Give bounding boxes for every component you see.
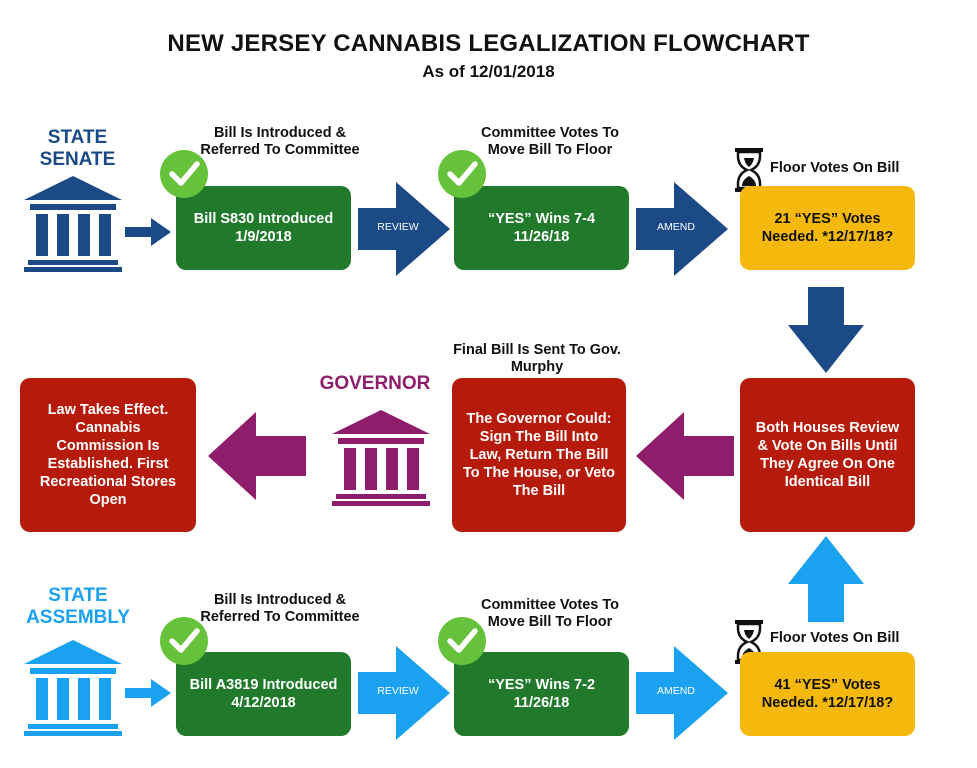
senate-step1-label: Bill Is Introduced & Referred To Committ… (200, 125, 360, 158)
senate-step2-label: Committee Votes To Move Bill To Floor (480, 125, 620, 158)
senate-check2-icon (438, 150, 486, 198)
assembly-building-icon (24, 640, 122, 736)
assembly-step2-label: Committee Votes To Move Bill To Floor (480, 597, 620, 630)
senate-review-label: REVIEW (377, 221, 419, 233)
page-subtitle: As of 12/01/2018 (422, 62, 555, 81)
senate-check1-icon (160, 150, 208, 198)
senate-step3-box: 21 “YES” Votes Needed. *12/17/18? (740, 186, 915, 270)
reconcile-left-arrow (636, 412, 734, 500)
final-box: Law Takes Effect. Cannabis Commission Is… (20, 378, 196, 532)
assembly-up-arrow (788, 536, 864, 622)
senate-step2-box: “YES” Wins 7-4 11/26/18 (454, 186, 629, 270)
senate-amend-arrow (636, 182, 728, 276)
senate-review-arrow (358, 182, 450, 276)
assembly-step1-label: Bill Is Introduced & Referred To Committ… (200, 592, 360, 625)
assembly-review-arrow (358, 646, 450, 740)
assembly-review-label: REVIEW (377, 685, 419, 697)
assembly-step1-box: Bill A3819 Introduced 4/12/2018 (176, 652, 351, 736)
page-title: NEW JERSEY CANNABIS LEGALIZATION FLOWCHA… (167, 30, 810, 57)
senate-amend-label: AMEND (657, 221, 695, 233)
senate-step3-label: Floor Votes On Bill (770, 160, 900, 176)
assembly-step2-box: “YES” Wins 7-2 11/26/18 (454, 652, 629, 736)
assembly-step3-box: 41 “YES” Votes Needed. *12/17/18? (740, 652, 915, 736)
governor-label: GOVERNOR (319, 373, 431, 394)
assembly-amend-label: AMEND (657, 685, 695, 697)
assembly-step3-label: Floor Votes On Bill (770, 630, 900, 646)
senate-down-arrow (788, 287, 864, 373)
governor-building-icon (332, 410, 430, 506)
governor-box: The Governor Could: Sign The Bill Into L… (452, 378, 626, 532)
governor-left-arrow (208, 412, 306, 500)
governor-step-label: Final Bill Is Sent To Gov. Murphy (453, 342, 621, 375)
senate-step1-box: Bill S830 Introduced 1/9/2018 (176, 186, 351, 270)
senate-building-icon (24, 176, 122, 272)
assembly-small-arrow (125, 679, 171, 707)
assembly-check1-icon (160, 617, 208, 665)
assembly-label: STATE ASSEMBLY (26, 585, 130, 628)
senate-label: STATE SENATE (39, 127, 116, 170)
assembly-check2-icon (438, 617, 486, 665)
assembly-amend-arrow (636, 646, 728, 740)
senate-small-arrow (125, 218, 171, 246)
reconcile-box: Both Houses Review & Vote On Bills Until… (740, 378, 915, 532)
